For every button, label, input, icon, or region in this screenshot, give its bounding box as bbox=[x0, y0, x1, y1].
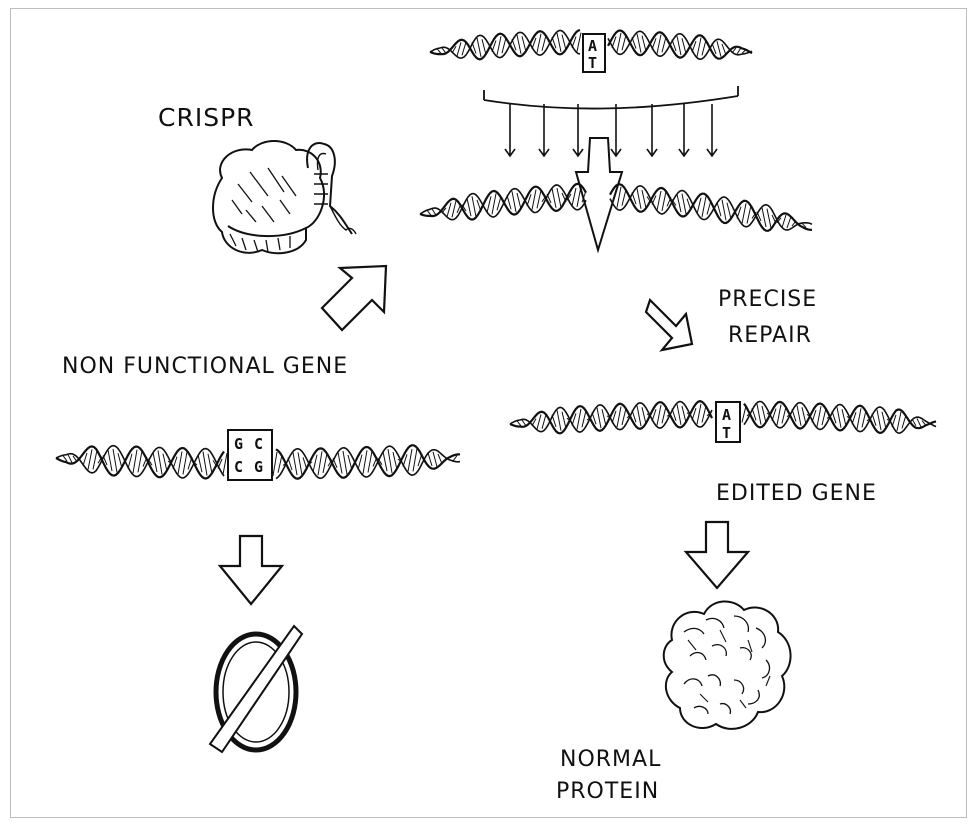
label-precise-repair-1: PRECISE bbox=[718, 287, 817, 312]
cut-arrow bbox=[707, 104, 717, 156]
cas-cut-arrows bbox=[484, 86, 738, 109]
cut-arrow bbox=[573, 104, 583, 156]
base-mutant-c1: C bbox=[254, 435, 263, 453]
base-edited-t: T bbox=[722, 424, 731, 442]
base-edited-a: A bbox=[722, 406, 731, 424]
base-top-a: A bbox=[588, 37, 597, 55]
dna-helix-cut bbox=[420, 184, 812, 231]
arrow-up-right-icon bbox=[322, 266, 386, 330]
base-mutant-g2: G bbox=[254, 458, 263, 476]
cut-arrow bbox=[539, 104, 549, 156]
cut-arrow-group bbox=[505, 104, 717, 156]
base-pair-box-mutant: G C C G bbox=[228, 430, 272, 480]
base-top-t: T bbox=[588, 54, 597, 72]
base-pair-box-edited: A T bbox=[716, 402, 740, 442]
label-precise-repair-2: REPAIR bbox=[728, 323, 812, 348]
label-edited-gene: EDITED GENE bbox=[716, 481, 877, 506]
cut-arrow bbox=[505, 104, 515, 156]
arrow-down-left-icon bbox=[220, 536, 282, 604]
arrow-down-right-col-icon bbox=[686, 522, 748, 588]
normal-protein-icon bbox=[664, 601, 791, 728]
null-set-icon bbox=[210, 626, 302, 752]
label-normal-protein-1: NORMAL bbox=[560, 747, 661, 772]
arrow-down-right-icon bbox=[646, 300, 692, 350]
cut-arrow bbox=[611, 104, 621, 156]
label-non-functional-gene: NON FUNCTIONAL GENE bbox=[62, 354, 348, 379]
cut-arrow bbox=[679, 104, 689, 156]
label-normal-protein-2: PROTEIN bbox=[556, 779, 659, 804]
crispr-complex-icon bbox=[213, 141, 356, 253]
base-mutant-c2: C bbox=[234, 458, 243, 476]
label-crispr: CRISPR bbox=[158, 103, 255, 132]
base-mutant-g1: G bbox=[234, 435, 243, 453]
cut-arrow bbox=[647, 104, 657, 156]
base-pair-box-top: A T bbox=[583, 34, 605, 72]
